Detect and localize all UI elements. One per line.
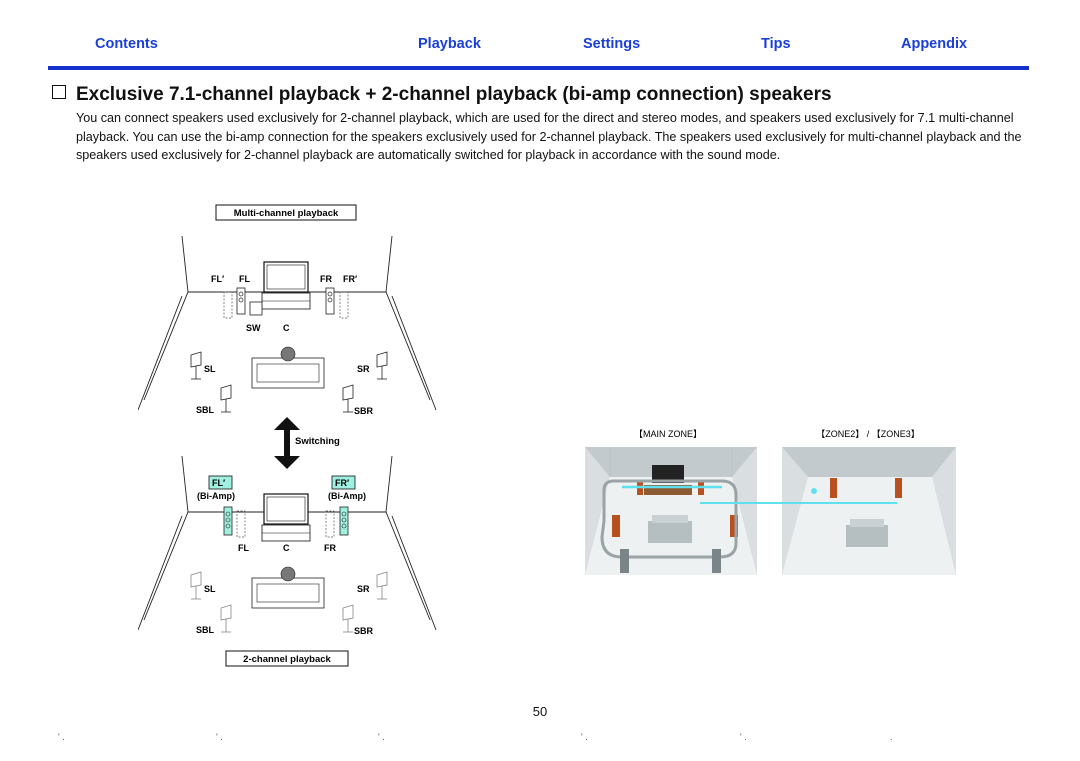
- top-sr-speaker: [376, 351, 388, 380]
- two-channel-title-box: [225, 650, 349, 667]
- nav-settings-link[interactable]: Settings: [583, 36, 641, 52]
- svg-text:SL: SL: [204, 584, 216, 594]
- top-fr-prime-speaker: [339, 291, 349, 319]
- nav-appendix-link[interactable]: Appendix: [901, 36, 968, 52]
- bottom-fl-prime-speaker: [223, 506, 233, 536]
- two-channel-title: 2-channel playback: [243, 654, 331, 665]
- bottom-sbl-speaker: [220, 604, 232, 633]
- top-sl-speaker: [190, 351, 202, 380]
- svg-text:(Bi-Amp): (Bi-Amp): [197, 491, 235, 501]
- svg-text:SW: SW: [246, 323, 261, 333]
- svg-text:FL′: FL′: [211, 274, 224, 284]
- svg-text:(Bi-Amp): (Bi-Amp): [328, 491, 366, 501]
- section-heading: Exclusive 7.1-channel playback + 2-chann…: [52, 84, 832, 106]
- top-front-labels: FL′ FL FR FR′: [211, 274, 357, 284]
- speaker-layout-diagram: Multi-channel playback FL′ FL FR FR′ SW …: [138, 204, 437, 667]
- page-number: 50: [532, 704, 548, 719]
- bottom-sbr-speaker: [342, 604, 354, 633]
- fl-prime-highlight: [208, 475, 233, 490]
- switching-label: Switching: [295, 436, 340, 447]
- svg-text:FL′: FL′: [212, 478, 225, 488]
- bottom-sl-speaker: [190, 571, 202, 600]
- zone-illustration: 【MAIN ZONE】 【ZONE2】 / 【ZONE3】: [585, 429, 956, 575]
- section-title: Exclusive 7.1-channel playback + 2-chann…: [76, 84, 832, 105]
- svg-text:FL: FL: [239, 274, 250, 284]
- top-tv: [261, 261, 311, 310]
- svg-text:FR: FR: [324, 543, 336, 553]
- footer-mark: ' .: [216, 732, 223, 742]
- bottom-fr-speaker: [325, 510, 335, 538]
- svg-text:FL: FL: [238, 543, 249, 553]
- footer-mark: ' .: [58, 732, 65, 742]
- footer-mark: .: [890, 732, 893, 742]
- nav-divider: [48, 66, 1029, 70]
- bottom-tv: [261, 493, 311, 542]
- svg-text:SBL: SBL: [196, 405, 215, 415]
- top-navigation: Contents Playback Settings Tips Appendix: [48, 36, 1029, 58]
- top-fl-prime-speaker: [223, 291, 233, 319]
- top-fr-speaker: [325, 287, 335, 315]
- top-sbr-speaker: [342, 384, 354, 413]
- svg-text:C: C: [283, 323, 290, 333]
- footer-mark: ' .: [581, 732, 588, 742]
- nav-contents-link[interactable]: Contents: [95, 36, 158, 52]
- svg-text:SR: SR: [357, 364, 370, 374]
- multi-channel-title: Multi-channel playback: [234, 208, 339, 219]
- fr-prime-highlight: [331, 475, 356, 490]
- main-zone-room: [585, 447, 777, 575]
- footer-mark: ' .: [378, 732, 385, 742]
- top-sbl-speaker: [220, 384, 232, 413]
- svg-text:C: C: [283, 543, 290, 553]
- bottom-sofa: [251, 566, 325, 609]
- top-fl-speaker: [236, 287, 246, 315]
- nav-tips-link[interactable]: Tips: [761, 36, 791, 52]
- svg-text:SBR: SBR: [354, 626, 374, 636]
- nav-playback-link[interactable]: Playback: [418, 36, 481, 52]
- svg-text:SR: SR: [357, 584, 370, 594]
- svg-text:FR′: FR′: [343, 274, 357, 284]
- intro-paragraph: You can connect speakers used exclusivel…: [76, 111, 1022, 163]
- checkbox-bullet-icon: [52, 85, 66, 99]
- zone23-room: [777, 447, 956, 575]
- multi-channel-title-box: [215, 204, 357, 221]
- bottom-room-walls: [138, 455, 437, 631]
- svg-text:SBL: SBL: [196, 625, 215, 635]
- footer-mark: ' .: [740, 732, 747, 742]
- svg-text:FR: FR: [320, 274, 332, 284]
- bottom-sr-speaker: [376, 571, 388, 600]
- top-sofa: [251, 346, 325, 389]
- svg-text:SL: SL: [204, 364, 216, 374]
- svg-text:FR′: FR′: [335, 478, 349, 488]
- switching-arrow-icon: [274, 417, 300, 469]
- top-subwoofer: [249, 301, 263, 316]
- bottom-fl-speaker: [236, 510, 246, 538]
- main-zone-label: 【MAIN ZONE】: [634, 429, 702, 439]
- bottom-fr-prime-speaker: [339, 506, 349, 536]
- svg-text:SBR: SBR: [354, 406, 374, 416]
- zone23-label: 【ZONE2】 / 【ZONE3】: [816, 429, 920, 439]
